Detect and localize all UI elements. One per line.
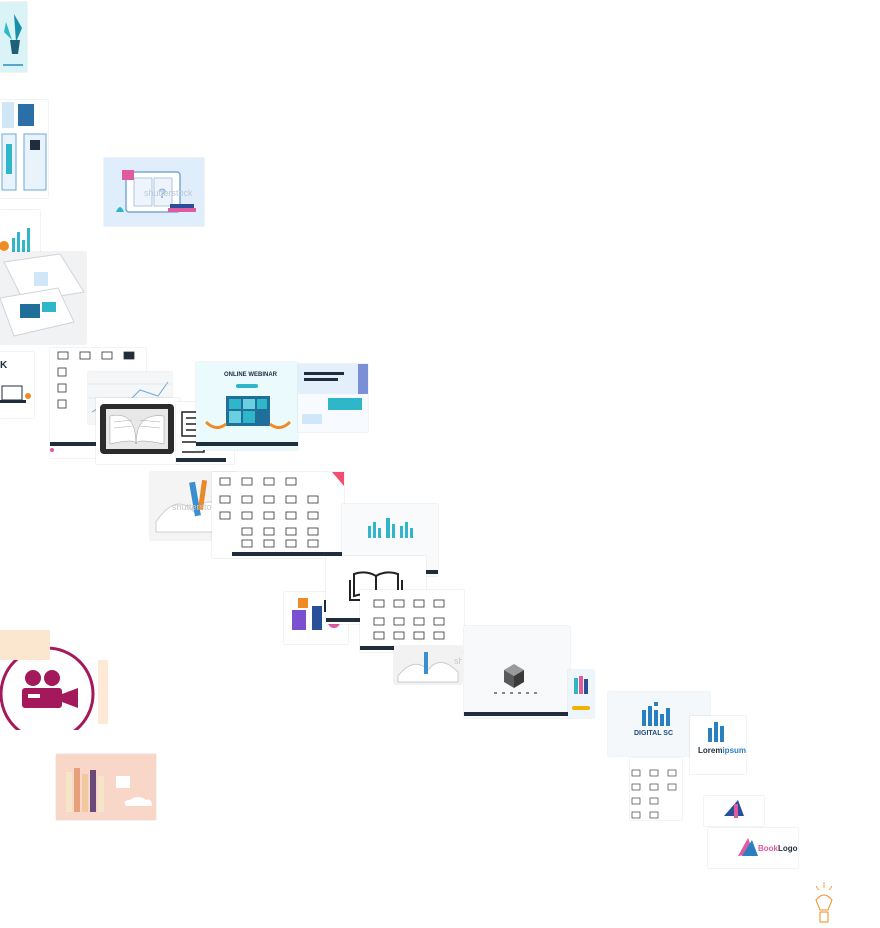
app-screens-tile[interactable] <box>0 100 48 198</box>
book-logo-tile[interactable]: BookLogo <box>708 828 798 868</box>
book-photo-fragment <box>397 652 459 683</box>
lightbulb-book-icon <box>815 882 833 923</box>
landing-page-tile[interactable] <box>298 364 368 432</box>
book-photo-fragment-tile[interactable]: shutterstock <box>394 646 462 684</box>
lorem-ipsum-logo-tile[interactable]: Loremipsum <box>690 716 746 774</box>
svg-text:?: ? <box>158 185 167 201</box>
cube-logo <box>464 664 570 716</box>
bookshelf-illustration <box>66 768 152 812</box>
plant-vase-tile[interactable] <box>0 2 27 72</box>
laptop-fragment-tile[interactable]: K <box>0 352 34 418</box>
icon-list-tile[interactable] <box>630 758 682 820</box>
book-stack-tile[interactable] <box>568 670 594 718</box>
icon-grid-tile-2[interactable] <box>360 590 464 652</box>
laptop-book-illustration: ? <box>116 170 196 213</box>
icon-strip-illustration <box>50 351 135 452</box>
lorem-text: Loremipsum <box>698 746 746 755</box>
book-logo-mark <box>738 838 758 856</box>
book-stack-icon <box>572 676 590 710</box>
cube-logo-tile[interactable] <box>464 626 570 718</box>
lightbulb-book-tile[interactable] <box>810 880 838 928</box>
watermark-2: shutterstock <box>172 502 221 512</box>
icon-grid-2 <box>360 599 460 650</box>
book-icon-grid-tile[interactable] <box>212 472 344 558</box>
book-word: Book <box>758 844 778 853</box>
book-fragment-icon <box>724 800 744 818</box>
watermark-3: shutterstock <box>454 656 462 666</box>
laptop-illustration <box>0 385 31 403</box>
book-logo-icon <box>708 722 724 742</box>
book-fragment-tile[interactable] <box>704 796 764 826</box>
video-camera-icon <box>0 646 95 730</box>
ebook-question-tile[interactable]: ? shutterstock <box>104 158 204 226</box>
book-icon-grid <box>219 472 344 556</box>
camera-tile-edge <box>98 660 108 724</box>
bookshelf-tile[interactable] <box>56 754 156 820</box>
landing-page-illustration <box>298 364 368 424</box>
webinar-illustration <box>196 384 298 446</box>
digital-school-text: DIGITAL SC <box>634 730 674 737</box>
book-logo-text: BookLogo <box>758 844 798 853</box>
watermark: shutterstock <box>144 188 193 198</box>
ipsum-word: ipsum <box>722 746 746 755</box>
book-mockup-tile[interactable] <box>0 252 86 344</box>
plant-illustration <box>3 14 23 66</box>
camera-tile-bg <box>0 630 50 660</box>
icon-list <box>631 769 677 819</box>
lorem-word: Lorem <box>698 746 723 755</box>
k-letter: K <box>0 360 8 371</box>
logo-word: Logo <box>778 844 798 853</box>
book-mockup-illustration <box>0 253 85 337</box>
ebook-reader-illustration <box>100 404 174 454</box>
ebook-reader-tile[interactable] <box>96 398 180 464</box>
app-screens-illustration <box>1 102 47 191</box>
video-camera-tile[interactable] <box>0 630 110 730</box>
webinar-title: ONLINE WEBINAR <box>224 372 277 378</box>
digital-school-logo <box>642 702 670 726</box>
online-webinar-tile[interactable]: ONLINE WEBINAR <box>196 362 298 450</box>
